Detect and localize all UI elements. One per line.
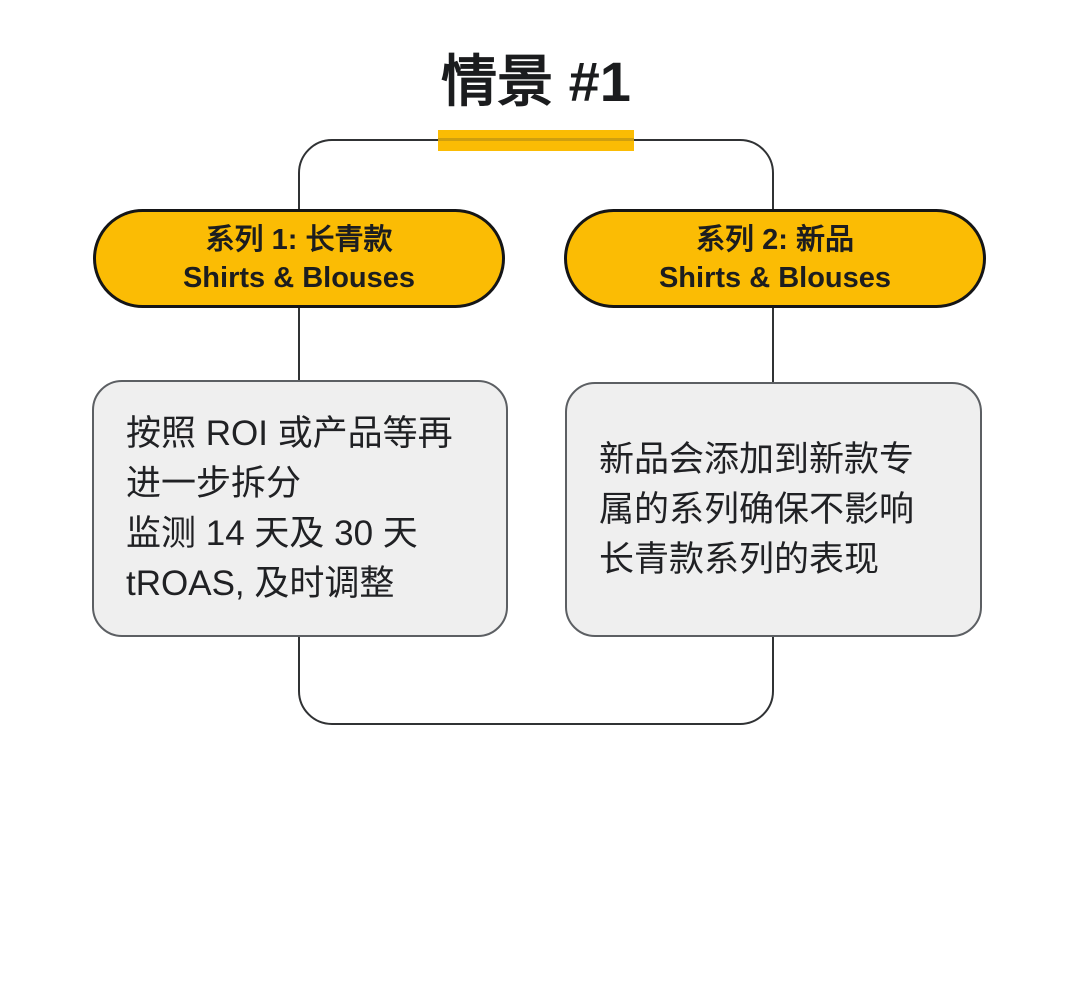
node-series-1-evergreen: 系列 1: 长青款 Shirts & Blouses	[93, 209, 505, 308]
node-series-2-label: 系列 2: 新品 Shirts & Blouses	[658, 223, 892, 294]
note-box-series-1: 按照 ROI 或产品等再 进一步拆分 监测 14 天及 30 天 tROAS, …	[92, 380, 508, 637]
page-title: 情景 #1	[441, 50, 631, 113]
node-series-2-new-items: 系列 2: 新品 Shirts & Blouses	[564, 209, 986, 308]
title-highlight-bar	[438, 130, 634, 151]
note-series-1-text: 按照 ROI 或产品等再 进一步拆分 监测 14 天及 30 天 tROAS, …	[126, 413, 453, 603]
note-series-2-text: 新品会添加到新款专 属的系列确保不影响 长青款系列的表现	[599, 439, 915, 579]
note-box-series-2: 新品会添加到新款专 属的系列确保不影响 长青款系列的表现	[565, 382, 982, 637]
node-series-1-label: 系列 1: 长青款 Shirts & Blouses	[182, 223, 416, 294]
